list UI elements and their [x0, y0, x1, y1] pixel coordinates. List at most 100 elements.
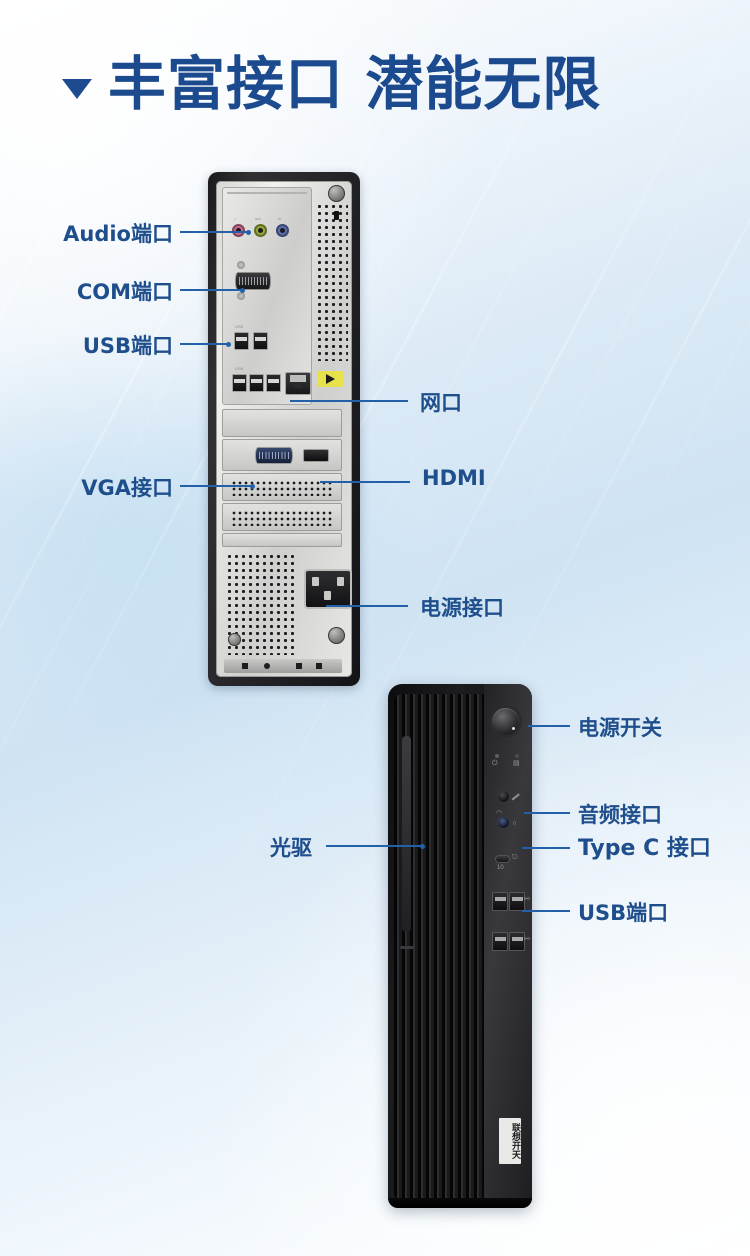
warning-label	[317, 371, 343, 387]
headphone-jack	[498, 817, 509, 828]
triangle-down-icon	[62, 79, 92, 99]
expansion-slot-cover-3	[222, 533, 342, 547]
power-led-glyph: ⏻	[492, 760, 498, 767]
leader-line-lan	[290, 400, 408, 402]
label-com-port: COM端口	[76, 280, 173, 304]
microphone-jack	[498, 791, 509, 802]
thumbscrew-bottom-right	[328, 627, 345, 644]
warning-triangle-icon	[325, 374, 335, 384]
base-foot-2	[264, 663, 270, 669]
leader-line-usb-rear	[180, 342, 231, 347]
com-serial-port	[235, 272, 271, 290]
thumbscrew-top-right	[328, 185, 345, 202]
front-usb-port-1	[492, 892, 508, 911]
power-button-icon	[492, 708, 519, 735]
rear-chassis-image: ♪ out in USB USB	[208, 172, 360, 686]
usb-icon-lower: ⚯	[524, 936, 530, 943]
label-usb-port-rear: USB端口	[82, 334, 173, 358]
front-usb-port-3	[492, 932, 508, 951]
headphone-label-glyph: ∩	[512, 820, 518, 827]
rear-chassis-body: ♪ out in USB USB	[216, 181, 352, 677]
optical-drive-eject-line	[400, 946, 414, 949]
audio-jack-label-in: in	[278, 216, 282, 221]
thumbscrew-bottom-left	[228, 633, 241, 646]
rear-usb-port-2	[253, 332, 268, 350]
label-lan-port: 网口	[420, 391, 462, 415]
rear-usb-port-5	[266, 374, 281, 392]
type-c-speed-label: 10	[497, 865, 504, 871]
rear-base-plate	[224, 659, 342, 673]
leader-line-audio	[180, 230, 251, 235]
page-title: 丰富接口 潜能无限	[108, 50, 602, 118]
hdd-led	[515, 754, 519, 758]
graphics-bracket	[222, 439, 342, 471]
slot-perforation-2	[231, 510, 333, 526]
usb-icon-upper: ⚯	[524, 896, 530, 903]
leader-line-front-audio	[524, 812, 570, 814]
label-front-usb: USB端口	[578, 901, 669, 925]
usb-port-label-upper: USB	[235, 324, 244, 329]
vga-port	[255, 447, 293, 464]
audio-jack-label-mic: ♪	[234, 216, 236, 221]
expansion-slot-cover-2	[222, 503, 342, 531]
front-io-panel: ⏻ ▤ ◠ ∩ ⎋ 10 ⚯ ⚯ 联想开天	[484, 684, 532, 1208]
power-socket	[304, 569, 352, 609]
microphone-icon	[511, 793, 520, 801]
com-port-pins	[239, 277, 267, 285]
ethernet-port	[285, 372, 311, 395]
io-shield: ♪ out in USB USB	[222, 187, 312, 405]
label-audio-port: Audio端口	[63, 222, 173, 246]
leader-line-com	[180, 288, 245, 293]
front-tower-base	[388, 1198, 532, 1208]
type-c-port	[496, 856, 509, 862]
leader-line-optical-drive	[326, 844, 425, 849]
front-tower-image: ⏻ ▤ ◠ ∩ ⎋ 10 ⚯ ⚯ 联想开天	[388, 684, 532, 1208]
hdd-led-glyph: ▤	[513, 760, 520, 767]
leader-line-hdmi	[320, 481, 410, 483]
usb-c-icon: ⎋	[512, 854, 518, 861]
label-power-switch: 电源开关	[578, 716, 662, 740]
expansion-slot-cover-1	[222, 473, 342, 501]
audio-jack-mic	[232, 224, 245, 237]
leader-line-power-switch	[528, 725, 570, 727]
slot-perforation-1	[231, 480, 333, 496]
label-vga-port: VGA接口	[81, 476, 173, 500]
leader-line-type-c	[522, 847, 570, 849]
base-foot-1	[242, 663, 248, 669]
vga-port-pins	[259, 452, 289, 459]
audio-jack-line-out	[254, 224, 267, 237]
audio-jack-label-out: out	[255, 216, 261, 221]
rear-usb-port-4	[249, 374, 264, 392]
base-foot-3	[296, 663, 302, 669]
usb-port-label-lower: USB	[235, 366, 244, 371]
leader-line-power-socket	[326, 605, 408, 607]
rear-usb-port-1	[234, 332, 249, 350]
hdmi-port	[303, 449, 329, 462]
page-header: 丰富接口 潜能无限	[0, 38, 750, 130]
optical-drive-slot	[402, 736, 411, 932]
label-optical-drive: 光驱	[270, 836, 312, 860]
leader-line-vga	[180, 484, 255, 489]
rear-usb-port-3	[232, 374, 247, 392]
leader-line-front-usb	[522, 910, 570, 912]
power-socket-pin-ground	[324, 591, 331, 600]
label-power-socket: 电源接口	[420, 596, 504, 620]
power-socket-pin-1	[312, 577, 319, 586]
com-port-screw-bottom	[237, 292, 245, 300]
headphone-icon: ◠	[496, 810, 503, 817]
audio-jack-line-in	[276, 224, 289, 237]
label-front-audio: 音频接口	[578, 803, 662, 827]
rear-vent-mesh-upper	[316, 203, 348, 361]
label-hdmi-port: HDMI	[422, 466, 486, 490]
io-shield-tab	[227, 192, 307, 194]
power-socket-pin-2	[337, 577, 344, 586]
brand-logo: 联想开天	[499, 1118, 521, 1164]
label-type-c: Type C 接口	[578, 836, 711, 861]
kensington-lock-slot	[334, 211, 339, 220]
expansion-slot-cover-blank	[222, 409, 342, 437]
power-led	[495, 754, 499, 758]
front-usb-port-2	[509, 892, 525, 911]
com-port-screw-top	[237, 261, 245, 269]
